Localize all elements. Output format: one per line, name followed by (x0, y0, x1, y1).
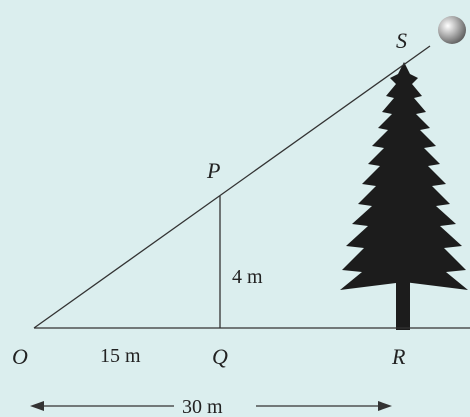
label-point-p: P (206, 158, 220, 183)
tree-icon (340, 62, 468, 330)
label-point-o: O (12, 344, 28, 369)
label-point-r: R (391, 344, 406, 369)
dimension-arrow-or (30, 401, 392, 411)
label-oq-length: 15 m (100, 345, 141, 367)
label-or-length: 30 m (182, 396, 223, 417)
label-point-q: Q (212, 344, 228, 369)
label-pq-height: 4 m (232, 266, 263, 288)
label-point-s: S (396, 28, 407, 53)
sun-icon (438, 16, 466, 44)
sun-ray-line (33, 45, 431, 329)
